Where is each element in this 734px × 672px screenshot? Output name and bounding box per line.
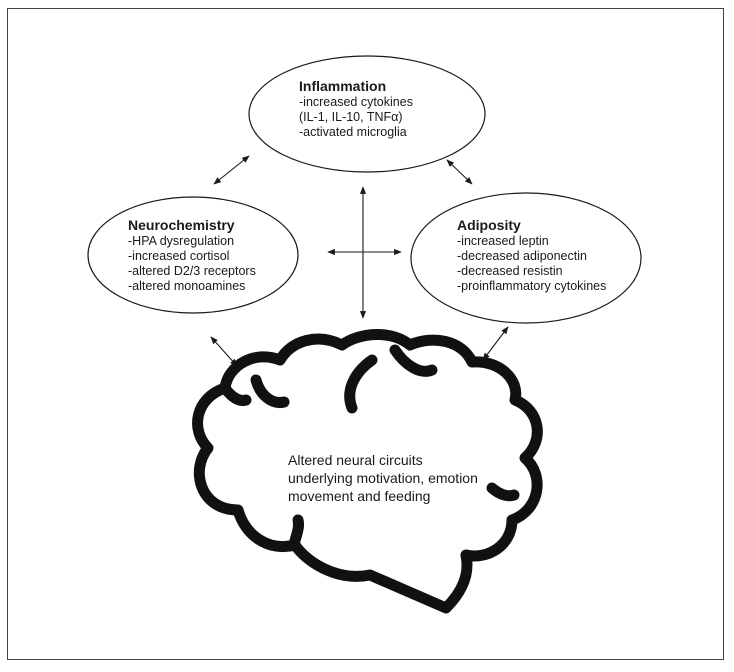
- adiposity-line-4: -proinflammatory cytokines: [457, 279, 607, 293]
- brain-label: Altered neural circuits underlying motiv…: [288, 451, 478, 505]
- neurochemistry-line-3: -altered D2/3 receptors: [128, 264, 256, 278]
- figure-frame: [7, 8, 724, 660]
- adiposity-title: Adiposity: [457, 217, 521, 233]
- adiposity-line-2: -decreased adiponectin: [457, 249, 587, 263]
- inflammation-ellipse: [248, 55, 486, 173]
- arrow-inflammation-neurochemistry: [213, 155, 250, 185]
- inflammation-node: Inflammation -increased cytokines (IL-1,…: [299, 77, 413, 140]
- arrow-adiposity-brain: [482, 326, 509, 361]
- brain-line-2: underlying motivation, emotion: [288, 470, 478, 486]
- neurochemistry-line-4: -altered monoamines: [128, 279, 246, 293]
- neurochemistry-node: Neurochemistry -HPA dysregulation -incre…: [128, 216, 256, 294]
- brain-line-3: movement and feeding: [288, 488, 431, 504]
- neurochemistry-line-2: -increased cortisol: [128, 249, 230, 263]
- inflammation-title: Inflammation: [299, 78, 387, 94]
- neurochemistry-ellipse: [87, 196, 299, 314]
- brain-line-1: Altered neural circuits: [288, 452, 423, 468]
- adiposity-ellipse: [410, 192, 642, 324]
- inflammation-line-1: -increased cytokines: [299, 95, 413, 109]
- brain-outline-icon: [192, 329, 543, 614]
- neurochemistry-line-1: -HPA dysregulation: [128, 234, 235, 248]
- adiposity-line-3: -decreased resistin: [457, 264, 563, 278]
- arrow-inflammation-adiposity: [446, 159, 473, 185]
- neurochemistry-title: Neurochemistry: [128, 217, 235, 233]
- adiposity-node: Adiposity -increased leptin -decreased a…: [457, 216, 606, 294]
- arrow-neurochemistry-brain: [210, 336, 238, 367]
- adiposity-line-1: -increased leptin: [457, 234, 549, 248]
- inflammation-line-2: (IL-1, IL-10, TNFα): [299, 110, 403, 124]
- inflammation-line-3: -activated microglia: [299, 125, 407, 139]
